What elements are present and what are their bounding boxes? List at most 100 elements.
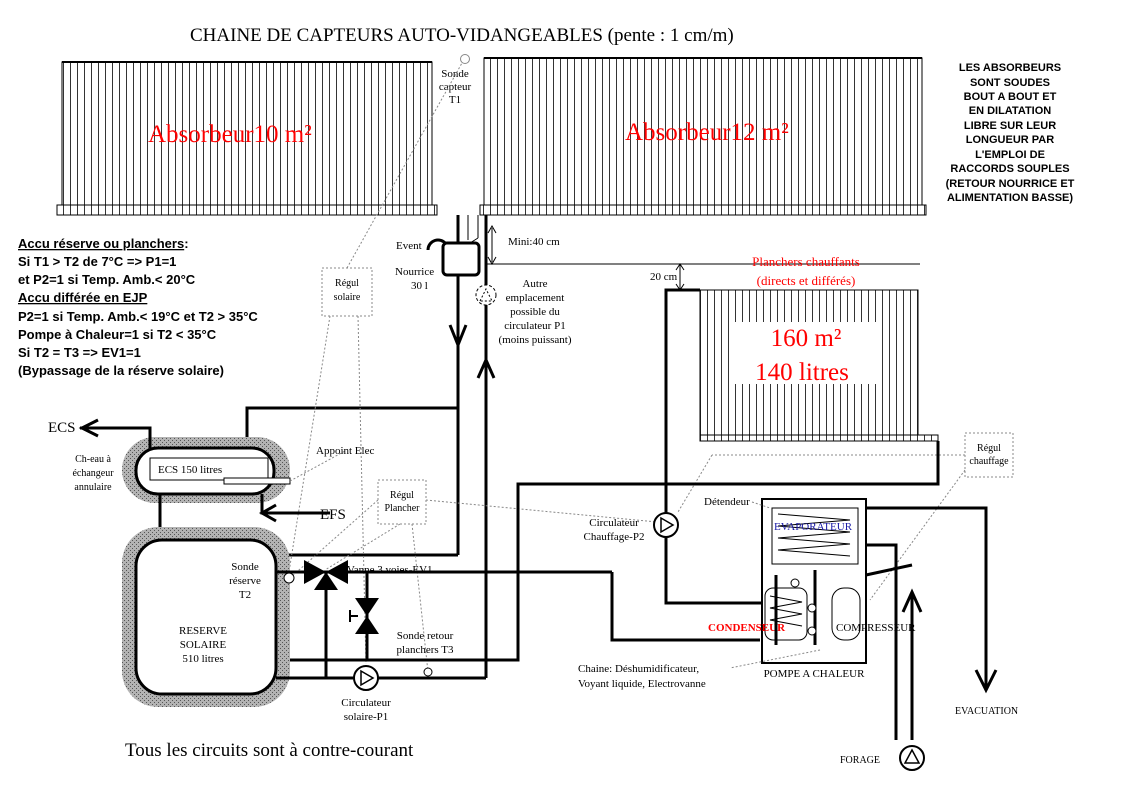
- efs-inlet-label: EFS: [320, 507, 346, 523]
- circ-p1-label-2: solaire-P1: [344, 711, 389, 723]
- twenty-cm-label: 20 cm: [650, 271, 678, 283]
- evaporateur-label: EVAPORATEUR: [774, 521, 853, 533]
- regul-chauffage-label-1: Régul: [977, 443, 1001, 454]
- sonde-retour-label-2: planchers T3: [397, 644, 454, 656]
- solar-reserve-tank: RESERVE SOLAIRE 510 litres Sonde réserve…: [122, 527, 295, 707]
- autre-label-5: (moins puissant): [498, 334, 571, 346]
- reserve-label-2: SOLAIRE: [180, 639, 227, 651]
- chauffe-eau-label-2: échangeur: [72, 468, 114, 479]
- solar-circulator: Circulateur solaire-P1 Sonde retour plan…: [276, 630, 486, 723]
- autre-label-3: possible du: [510, 306, 560, 318]
- appoint-label: Appoint Elec: [316, 445, 374, 457]
- rule-line-2: et P2=1 si Temp. Amb.< 20°C: [18, 272, 196, 287]
- sensor-t2-icon: [283, 572, 295, 584]
- detendeur-label: Détendeur: [704, 496, 750, 508]
- absorber-note: LES ABSORBEURS SONT SOUDES BOUT A BOUT E…: [946, 62, 1075, 204]
- absorber-right-label: Absorbeur12 m²: [625, 119, 789, 146]
- valve-3way-icon: [304, 560, 326, 584]
- planchers-title-1: Planchers chauffants: [752, 254, 860, 269]
- forage-label: FORAGE: [840, 755, 880, 766]
- ecs-tank-label: ECS 150 litres: [158, 464, 222, 476]
- height-markers: Mini:40 cm 20 cm: [486, 224, 920, 291]
- evacuation-label: EVACUATION: [955, 706, 1018, 717]
- nourrice-tank: [441, 241, 481, 277]
- control-rules: Accu réserve ou planchers: Si T1 > T2 de…: [18, 236, 258, 378]
- note-line-1: LES ABSORBEURS: [959, 62, 1061, 74]
- compresseur-label: COMPRESSEUR: [836, 622, 916, 634]
- rule-line-6: (Bypassage de la réserve solaire): [18, 363, 224, 378]
- footer-note: Tous les circuits sont à contre-courant: [125, 740, 414, 761]
- sensor-t1-label-1: Sonde: [441, 68, 469, 80]
- sensor-t1-label-2: capteur: [439, 81, 472, 93]
- rule-line-3: P2=1 si Temp. Amb.< 19°C et T2 > 35°C: [18, 309, 258, 324]
- circ-p2-label-2: Chauffage-P2: [584, 531, 645, 543]
- regul-chauffage-label-2: chauffage: [969, 456, 1009, 467]
- absorber-left-label: Absorbeur10 m²: [148, 121, 312, 148]
- regul-solaire-label-2: solaire: [334, 292, 361, 303]
- valve-ev1: Vanne 3 voies-EV1: [276, 560, 760, 678]
- sonde-reserve-label-2: réserve: [229, 575, 261, 587]
- note-line-5: LIBRE SUR LEUR: [964, 120, 1056, 132]
- regul-solaire-label-1: Régul: [335, 278, 359, 289]
- bypass-valve-icon: [355, 598, 379, 616]
- regul-solaire: Régul solaire: [287, 62, 463, 665]
- planchers-title-2: (directs et différés): [757, 273, 856, 288]
- rule-heading-1: Accu réserve ou planchers:: [18, 236, 189, 251]
- regul-plancher-label-2: Plancher: [385, 503, 421, 514]
- heat-pump: EVAPORATEUR CONDENSEUR COMPRESSEUR Déten…: [578, 496, 1018, 771]
- pac-label: POMPE A CHALEUR: [764, 668, 866, 680]
- ecs-outlet-label: ECS: [48, 420, 76, 436]
- autre-label-1: Autre: [522, 278, 547, 290]
- sensor-t1: Sonde capteur T1: [439, 54, 472, 106]
- chauffe-eau-label-1: Ch-eau à: [75, 454, 111, 465]
- regul-chauffage: Régul chauffage: [677, 432, 1014, 601]
- note-line-9: (RETOUR NOURRICE ET: [946, 178, 1075, 190]
- note-line-7: L'EMPLOI DE: [975, 149, 1045, 161]
- chaine-label-1: Chaine: Déshumidificateur,: [578, 663, 699, 675]
- sonde-retour-label-1: Sonde retour: [397, 630, 454, 642]
- rule-line-4: Pompe à Chaleur=1 si T2 < 35°C: [18, 327, 217, 342]
- reserve-label-3: 510 litres: [182, 653, 223, 665]
- regul-plancher: Régul Plancher: [289, 479, 679, 673]
- absorber-right: Absorbeur12 m²: [479, 57, 927, 216]
- note-line-10: ALIMENTATION BASSE): [947, 192, 1073, 204]
- note-line-8: RACCORDS SOUPLES: [950, 163, 1069, 175]
- sonde-reserve-label-1: Sonde: [231, 561, 259, 573]
- note-line-3: BOUT A BOUT ET: [964, 91, 1057, 103]
- sonde-reserve-label-3: T2: [239, 589, 251, 601]
- planchers-area: 160 m²: [771, 325, 842, 352]
- note-line-6: LONGUEUR PAR: [966, 134, 1054, 146]
- mini-40-label: Mini:40 cm: [508, 236, 560, 248]
- reserve-label-1: RESERVE: [179, 625, 227, 637]
- diagram-title: CHAINE DE CAPTEURS AUTO-VIDANGEABLES (pe…: [190, 25, 734, 46]
- solar-loop-pipes: [245, 215, 496, 678]
- autre-label-2: emplacement: [506, 292, 565, 304]
- planchers-volume: 140 litres: [755, 359, 849, 386]
- event-label: Event: [396, 240, 422, 252]
- regul-plancher-label-1: Régul: [390, 490, 414, 501]
- nourrice-label-1: Nourrice: [395, 266, 434, 278]
- vanne-label: Vanne 3 voies-EV1: [347, 564, 433, 576]
- chauffe-eau-label-3: annulaire: [74, 482, 112, 493]
- condenseur-label: CONDENSEUR: [708, 622, 786, 634]
- rule-line-1: Si T1 > T2 de 7°C => P1=1: [18, 254, 176, 269]
- rule-line-5: Si T2 = T3 => EV1=1: [18, 345, 141, 360]
- absorber-left: Absorbeur10 m²: [56, 61, 438, 216]
- circ-p1-label-1: Circulateur: [341, 697, 391, 709]
- sensor-t1-icon: [460, 54, 470, 64]
- chaine-label-2: Voyant liquide, Electrovanne: [578, 678, 706, 690]
- alt-circulator: Autre emplacement possible du circulateu…: [475, 278, 572, 346]
- sensor-t1-label-3: T1: [449, 94, 461, 106]
- circ-p2-label-1: Circulateur: [589, 517, 639, 529]
- autre-label-4: circulateur P1: [504, 320, 565, 332]
- note-line-4: EN DILATATION: [969, 105, 1052, 117]
- sensor-t3-icon: [423, 667, 433, 677]
- floor-heating: Planchers chauffants (directs et différé…: [276, 254, 940, 662]
- nourrice-label-2: 30 l: [411, 280, 428, 292]
- circulator-p2: Circulateur Chauffage-P2: [584, 512, 679, 543]
- ecs-tank: ECS 150 litres Appoint Elec ECS EFS Ch-e…: [48, 418, 374, 540]
- rule-heading-2: Accu différée en EJP: [18, 290, 148, 305]
- note-line-2: SONT SOUDES: [970, 77, 1050, 89]
